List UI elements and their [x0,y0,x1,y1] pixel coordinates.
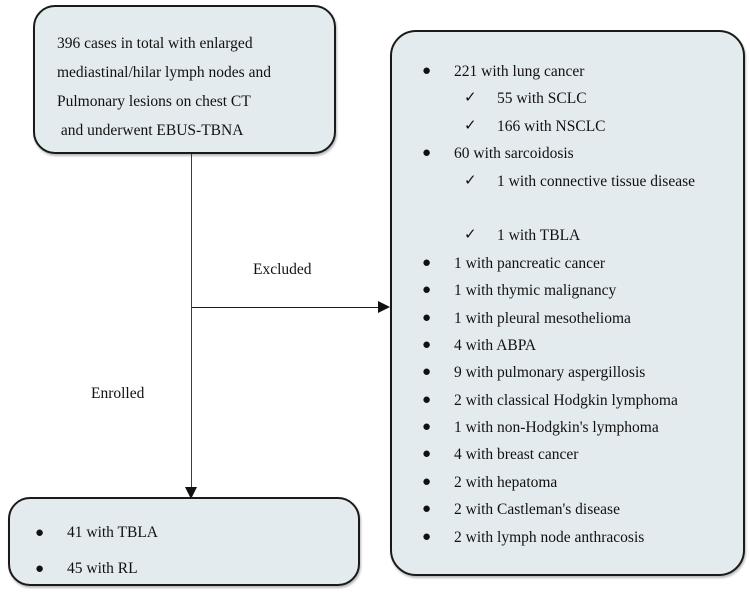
list-item-label: 4 with ABPA [454,336,537,354]
list-item-label: 9 with pulmonary aspergillosis [454,364,646,382]
list-item-label: 1 with thymic malignancy [454,282,617,300]
excluded-diagnoses-box: ● 221 with lung cancer ✓ 55 with SCLC ✓ 166 w… [390,30,745,576]
list-item: ✓ 1 with TBLA [392,222,743,249]
list-item-label: 221 with lung cancer [454,63,585,80]
list-item: ● 2 with hepatoma [392,469,743,496]
list-item-label: 60 with sarcoidosis [454,145,574,163]
bullet-icon: ● [422,145,432,162]
list-item-label: 41 with TBLA [67,524,158,541]
list-item: ● 2 with Castleman's disease [392,496,743,523]
list-item-label: 2 with Castleman's disease [454,501,620,519]
bullet-icon: ● [422,419,432,436]
list-item: ✓ 1 with connective tissue disease [392,168,743,223]
cohort-summary-line: mediastinal/hilar lymph nodes and [57,64,271,81]
bullet-icon: ● [422,63,432,79]
list-item-label: 1 with pleural mesothelioma [454,309,631,327]
cohort-summary-line: and underwent EBUS-TBNA [57,122,244,139]
list-item: ● 45 with RL [10,551,358,587]
arrowhead-excluded-icon [378,301,390,313]
check-icon: ✓ [464,117,477,134]
list-item: ● 1 with non-Hodgkin's lymphoma [392,414,743,441]
edge-label-excluded: Excluded [253,261,312,278]
list-item: ● 41 with TBLA [10,515,358,551]
list-item: ● 1 with pancreatic cancer [392,250,743,277]
edge-label-enrolled: Enrolled [91,385,145,402]
connector-horizontal-line [192,307,380,308]
cohort-summary-box: 396 cases in total with enlarged mediasti… [33,5,336,154]
arrowhead-enrolled-icon [185,487,197,499]
list-item-label: 45 with RL [67,560,138,577]
list-item: ● 2 with classical Hodgkin lymphoma [392,387,743,414]
bullet-icon: ● [35,525,45,541]
bullet-icon: ● [422,528,432,545]
list-item-label: 55 with SCLC [497,90,587,108]
list-item: ● 221 with lung cancer [392,58,743,85]
bullet-icon: ● [422,254,432,271]
list-item: ● 4 with ABPA [392,332,743,359]
connector-vertical-line [191,154,192,491]
list-item: ✓ 166 with NSCLC [392,113,743,140]
cohort-summary-line: Pulmonary lesions on chest CT [57,93,251,110]
bullet-icon: ● [422,501,432,518]
check-icon: ✓ [464,227,477,244]
list-item: ● 1 with pleural mesothelioma [392,305,743,332]
list-item: ✓ 55 with SCLC [392,85,743,112]
check-icon: ✓ [464,172,477,189]
list-item: ● 1 with thymic malignancy [392,277,743,304]
bullet-icon: ● [422,364,432,381]
check-icon: ✓ [464,90,477,107]
list-item-label: 2 with hepatoma [454,473,558,491]
list-item-label: 4 with breast cancer [454,446,579,464]
list-item-label: 166 with NSCLC [497,117,606,135]
list-item-label: 2 with classical Hodgkin lymphoma [454,391,678,409]
cohort-summary-line: 396 cases in total with enlarged [57,35,253,52]
list-item-label: 1 with non-Hodgkin's lymphoma [454,419,659,437]
enrolled-groups-list: ● 41 with TBLA ● 45 with RL [10,515,358,587]
bullet-icon: ● [35,561,45,577]
bullet-icon: ● [422,309,432,326]
list-item: ● 4 with breast cancer [392,441,743,468]
excluded-diagnoses-list: ● 221 with lung cancer ✓ 55 with SCLC ✓ 166 w… [392,58,743,551]
list-item-label: 2 with lymph node anthracosis [454,528,645,546]
bullet-icon: ● [422,391,432,408]
list-item-label: 1 with connective tissue disease [497,172,696,190]
list-item: ● 2 with lymph node anthracosis [392,524,743,551]
bullet-icon: ● [422,336,432,353]
cohort-summary-text: 396 cases in total with enlarged mediasti… [57,29,322,145]
list-item: ● 60 with sarcoidosis [392,140,743,167]
enrolled-groups-box: ● 41 with TBLA ● 45 with RL [8,497,360,586]
bullet-icon: ● [422,473,432,490]
list-item-label: 1 with TBLA [497,227,581,245]
bullet-icon: ● [422,446,432,463]
list-item-label: 1 with pancreatic cancer [454,254,606,272]
list-item: ● 9 with pulmonary aspergillosis [392,359,743,386]
bullet-icon: ● [422,282,432,299]
